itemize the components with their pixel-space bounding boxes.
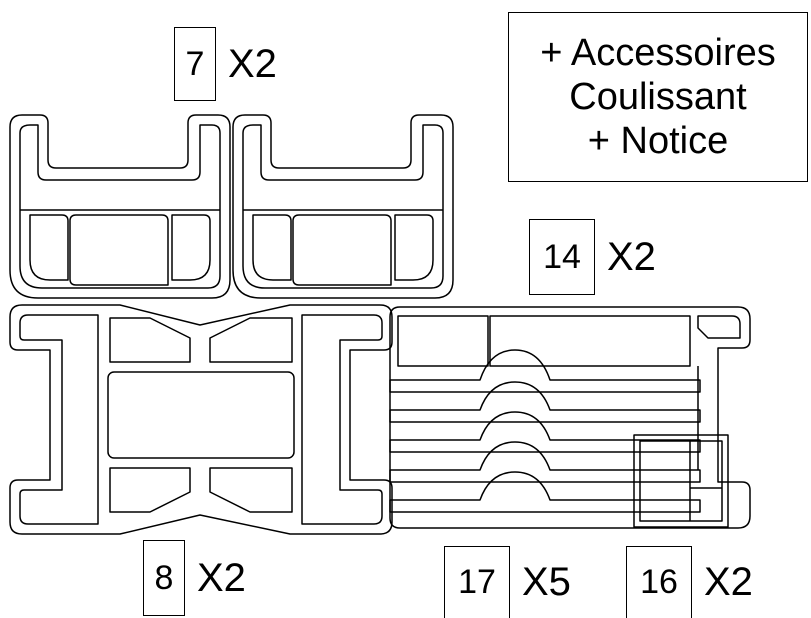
part-number-box: 8 (143, 540, 185, 616)
part-number-box: 17 (444, 546, 510, 618)
part-17-rails (389, 349, 701, 513)
quantity: X2 (607, 234, 656, 279)
quantity: X2 (197, 555, 246, 600)
part-number-box: 16 (626, 546, 692, 618)
part-7-profile-left (9, 114, 231, 299)
part-number-box: 7 (174, 27, 216, 101)
label-part-14: 14 X2 (529, 219, 656, 295)
part-16-square (633, 434, 729, 528)
quantity: X5 (522, 559, 571, 604)
note-line-2: Coulissant (569, 76, 747, 118)
label-part-8: 8 X2 (143, 540, 246, 616)
label-part-16: 16 X2 (626, 546, 753, 618)
part-number: 7 (185, 44, 205, 83)
part-number: 14 (543, 237, 581, 276)
part-number: 8 (154, 558, 174, 597)
part-7-profile-right (232, 114, 454, 299)
part-14-profile (389, 306, 751, 529)
quantity: X2 (228, 41, 277, 86)
part-number: 16 (640, 563, 678, 601)
note-line-3: + Notice (587, 120, 729, 162)
label-part-7: 7 X2 (174, 27, 277, 101)
note-line-1: + Accessoires (540, 32, 776, 74)
label-part-17: 17 X5 (444, 546, 571, 618)
part-number-box: 14 (529, 219, 595, 295)
accessories-note-box: + Accessoires Coulissant + Notice (508, 12, 808, 182)
part-number: 17 (458, 563, 496, 601)
part-8-profile (9, 304, 393, 535)
quantity: X2 (704, 559, 753, 604)
